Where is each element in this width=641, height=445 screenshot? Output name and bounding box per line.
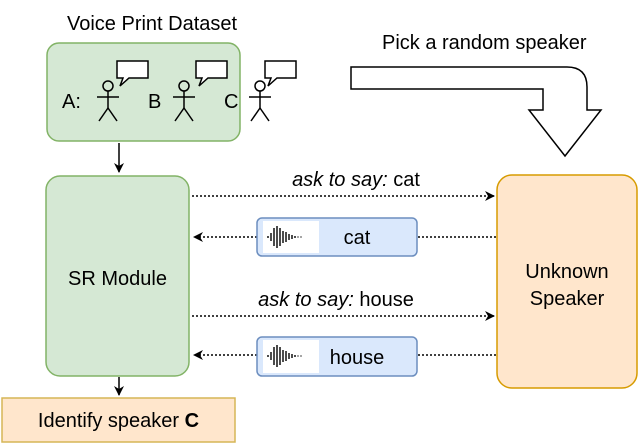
- reply-house-waveform-bg: [263, 340, 319, 373]
- prompt-house-prefix: ask to say:: [258, 289, 354, 311]
- speaker-a: A:: [62, 60, 149, 122]
- prompt-cat-text: ask to say: cat: [292, 169, 420, 191]
- result-prefix: Identify speaker: [38, 410, 185, 432]
- prompt-cat-word: cat: [393, 169, 420, 191]
- speaker-a-speech-bubble-icon: [116, 60, 149, 87]
- speaker-b-speech-bubble-icon: [195, 60, 228, 87]
- sr-module-label: SR Module: [68, 268, 167, 290]
- unknown-speaker-line1: Unknown: [525, 261, 608, 283]
- dataset-box: [46, 42, 241, 142]
- speaker-a-label: A:: [62, 91, 81, 113]
- prompt-house-word: house: [359, 289, 414, 311]
- pick-speaker-arrow: [350, 66, 603, 158]
- speaker-b: B: [148, 60, 228, 122]
- sr-module-box: [45, 175, 190, 377]
- result-text: Identify speaker C: [38, 410, 199, 432]
- prompt-house-text: ask to say: house: [258, 289, 414, 311]
- result-box: [1, 397, 236, 443]
- speaker-c-label: C: [224, 91, 238, 113]
- reply-cat-label: cat: [344, 227, 371, 249]
- speaker-a-person-icon: [97, 80, 119, 122]
- reply-cat-waveform-icon: [267, 226, 302, 248]
- reply-house-waveform-icon: [267, 345, 302, 367]
- reply-house-label: house: [330, 347, 385, 369]
- speaker-b-person-icon: [173, 80, 195, 122]
- result-speaker: C: [185, 410, 199, 432]
- speaker-c-person-icon: [249, 80, 271, 122]
- reply-cat-waveform-bg: [263, 221, 319, 253]
- unknown-speaker-line2: Speaker: [530, 288, 605, 310]
- speaker-c-speech-bubble-icon: [264, 60, 297, 87]
- prompt-cat-prefix: ask to say:: [292, 169, 388, 191]
- speaker-c: C: [224, 60, 297, 122]
- dataset-title: Voice Print Dataset: [67, 13, 238, 35]
- speaker-b-label: B: [148, 91, 161, 113]
- pick-speaker-label: Pick a random speaker: [382, 32, 587, 54]
- unknown-speaker-box: [496, 174, 638, 389]
